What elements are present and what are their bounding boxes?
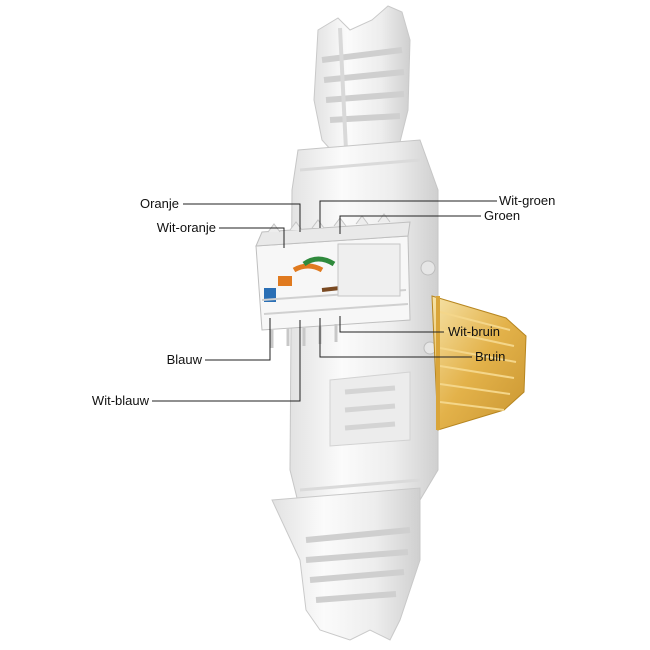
label-wit-oranje: Wit-oranje [156,220,216,235]
leader-bruin [319,318,472,358]
label-wit-blauw: Wit-blauw [91,393,149,408]
wire-green-mark [302,256,336,267]
leader-groen [339,215,481,234]
leader-wit-blauw [152,320,301,402]
leader-wit-bruin [339,316,444,333]
leader-wit-groen [319,200,497,228]
wire-brown-mark [321,286,341,292]
leader-lines [152,200,497,402]
label-wit-bruin: Wit-bruin [448,324,501,339]
leader-blauw [205,318,271,361]
label-oranje: Oranje [139,196,179,211]
label-blauw: Blauw [166,352,202,367]
termination-block [255,213,411,348]
label-wit-groen: Wit-groen [499,193,556,208]
leader-oranje [183,203,301,232]
label-bruin: Bruin [475,349,506,364]
leader-wit-oranje [219,227,285,248]
rj45-plug [431,295,527,431]
label-groen: Groen [484,208,521,223]
wire-orange-mark [278,276,292,286]
bottom-boot [271,487,421,641]
top-boot [313,5,411,161]
